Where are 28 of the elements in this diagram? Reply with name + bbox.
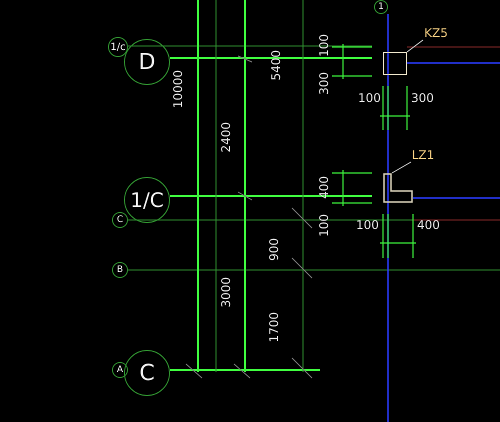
grid-bubble: 1 xyxy=(374,0,388,14)
dimension-value: 400 xyxy=(417,219,440,232)
dimension-value: 300 xyxy=(318,72,331,95)
column-tag: KZ5 xyxy=(421,25,451,40)
leader-line xyxy=(392,162,412,174)
grid-bubble: C xyxy=(112,212,128,228)
dimension-value: 400 xyxy=(318,176,331,199)
dimension-value: 100 xyxy=(356,219,379,232)
leader-line xyxy=(406,40,424,52)
dimension-value: 1700 xyxy=(268,312,281,343)
dimension-value: 10000 xyxy=(172,70,185,108)
dimension-value: 300 xyxy=(411,92,434,105)
dimension-value: 100 xyxy=(358,92,381,105)
dimension-value: 100 xyxy=(318,34,331,57)
dimension-value: 2400 xyxy=(220,122,233,153)
dimension-value: 100 xyxy=(318,214,331,237)
column-outline xyxy=(383,52,407,75)
grid-bubble: D xyxy=(124,39,170,85)
column-outline xyxy=(383,173,413,203)
grid-bubble: C xyxy=(124,350,170,396)
dimension-value: 5400 xyxy=(270,50,283,81)
grid-bubble: 1/C xyxy=(124,177,170,223)
column-tag: LZ1 xyxy=(409,147,437,162)
grid-bubble: B xyxy=(112,262,128,278)
dimension-value: 3000 xyxy=(220,277,233,308)
grid-bubble: A xyxy=(112,362,128,378)
grid-bubble: 1/c xyxy=(108,37,128,57)
dimension-value: 900 xyxy=(268,238,281,261)
